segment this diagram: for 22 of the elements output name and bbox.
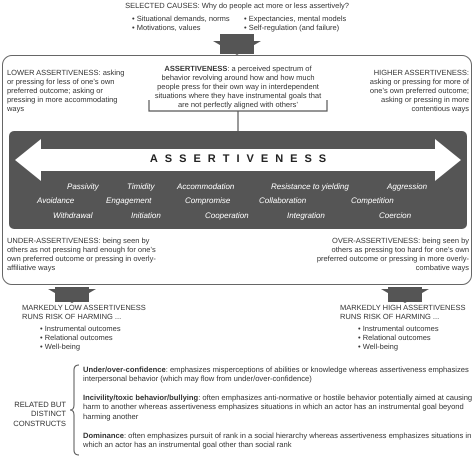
behavior-term: Aggression [387, 182, 428, 192]
behavior-term: Accommodation [177, 182, 234, 192]
behavior-term: Withdrawal [53, 211, 92, 221]
band-title: ASSERTIVENESS [148, 153, 334, 165]
behavior-term: Resistance to yielding [271, 182, 349, 192]
behavior-term: Engagement [106, 196, 152, 206]
behavior-term: Timidity [127, 182, 154, 192]
behavior-term: Competition [351, 196, 394, 206]
spectrum-band [9, 131, 467, 229]
arrow [381, 287, 429, 303]
arrow [48, 287, 96, 303]
behavior-term: Collaboration [259, 196, 306, 206]
bracket-connector [148, 99, 328, 132]
arrow [213, 34, 261, 55]
behavior-term: Cooperation [205, 211, 249, 221]
behavior-term: Compromise [185, 196, 230, 206]
behavior-term: Avoidance [37, 196, 74, 206]
behavior-term: Integration [287, 211, 325, 221]
behavior-term: Passivity [67, 182, 99, 192]
behavior-term: Coercion [379, 211, 412, 221]
rounded-panel [2, 55, 472, 285]
behavior-term: Initiation [131, 211, 161, 221]
